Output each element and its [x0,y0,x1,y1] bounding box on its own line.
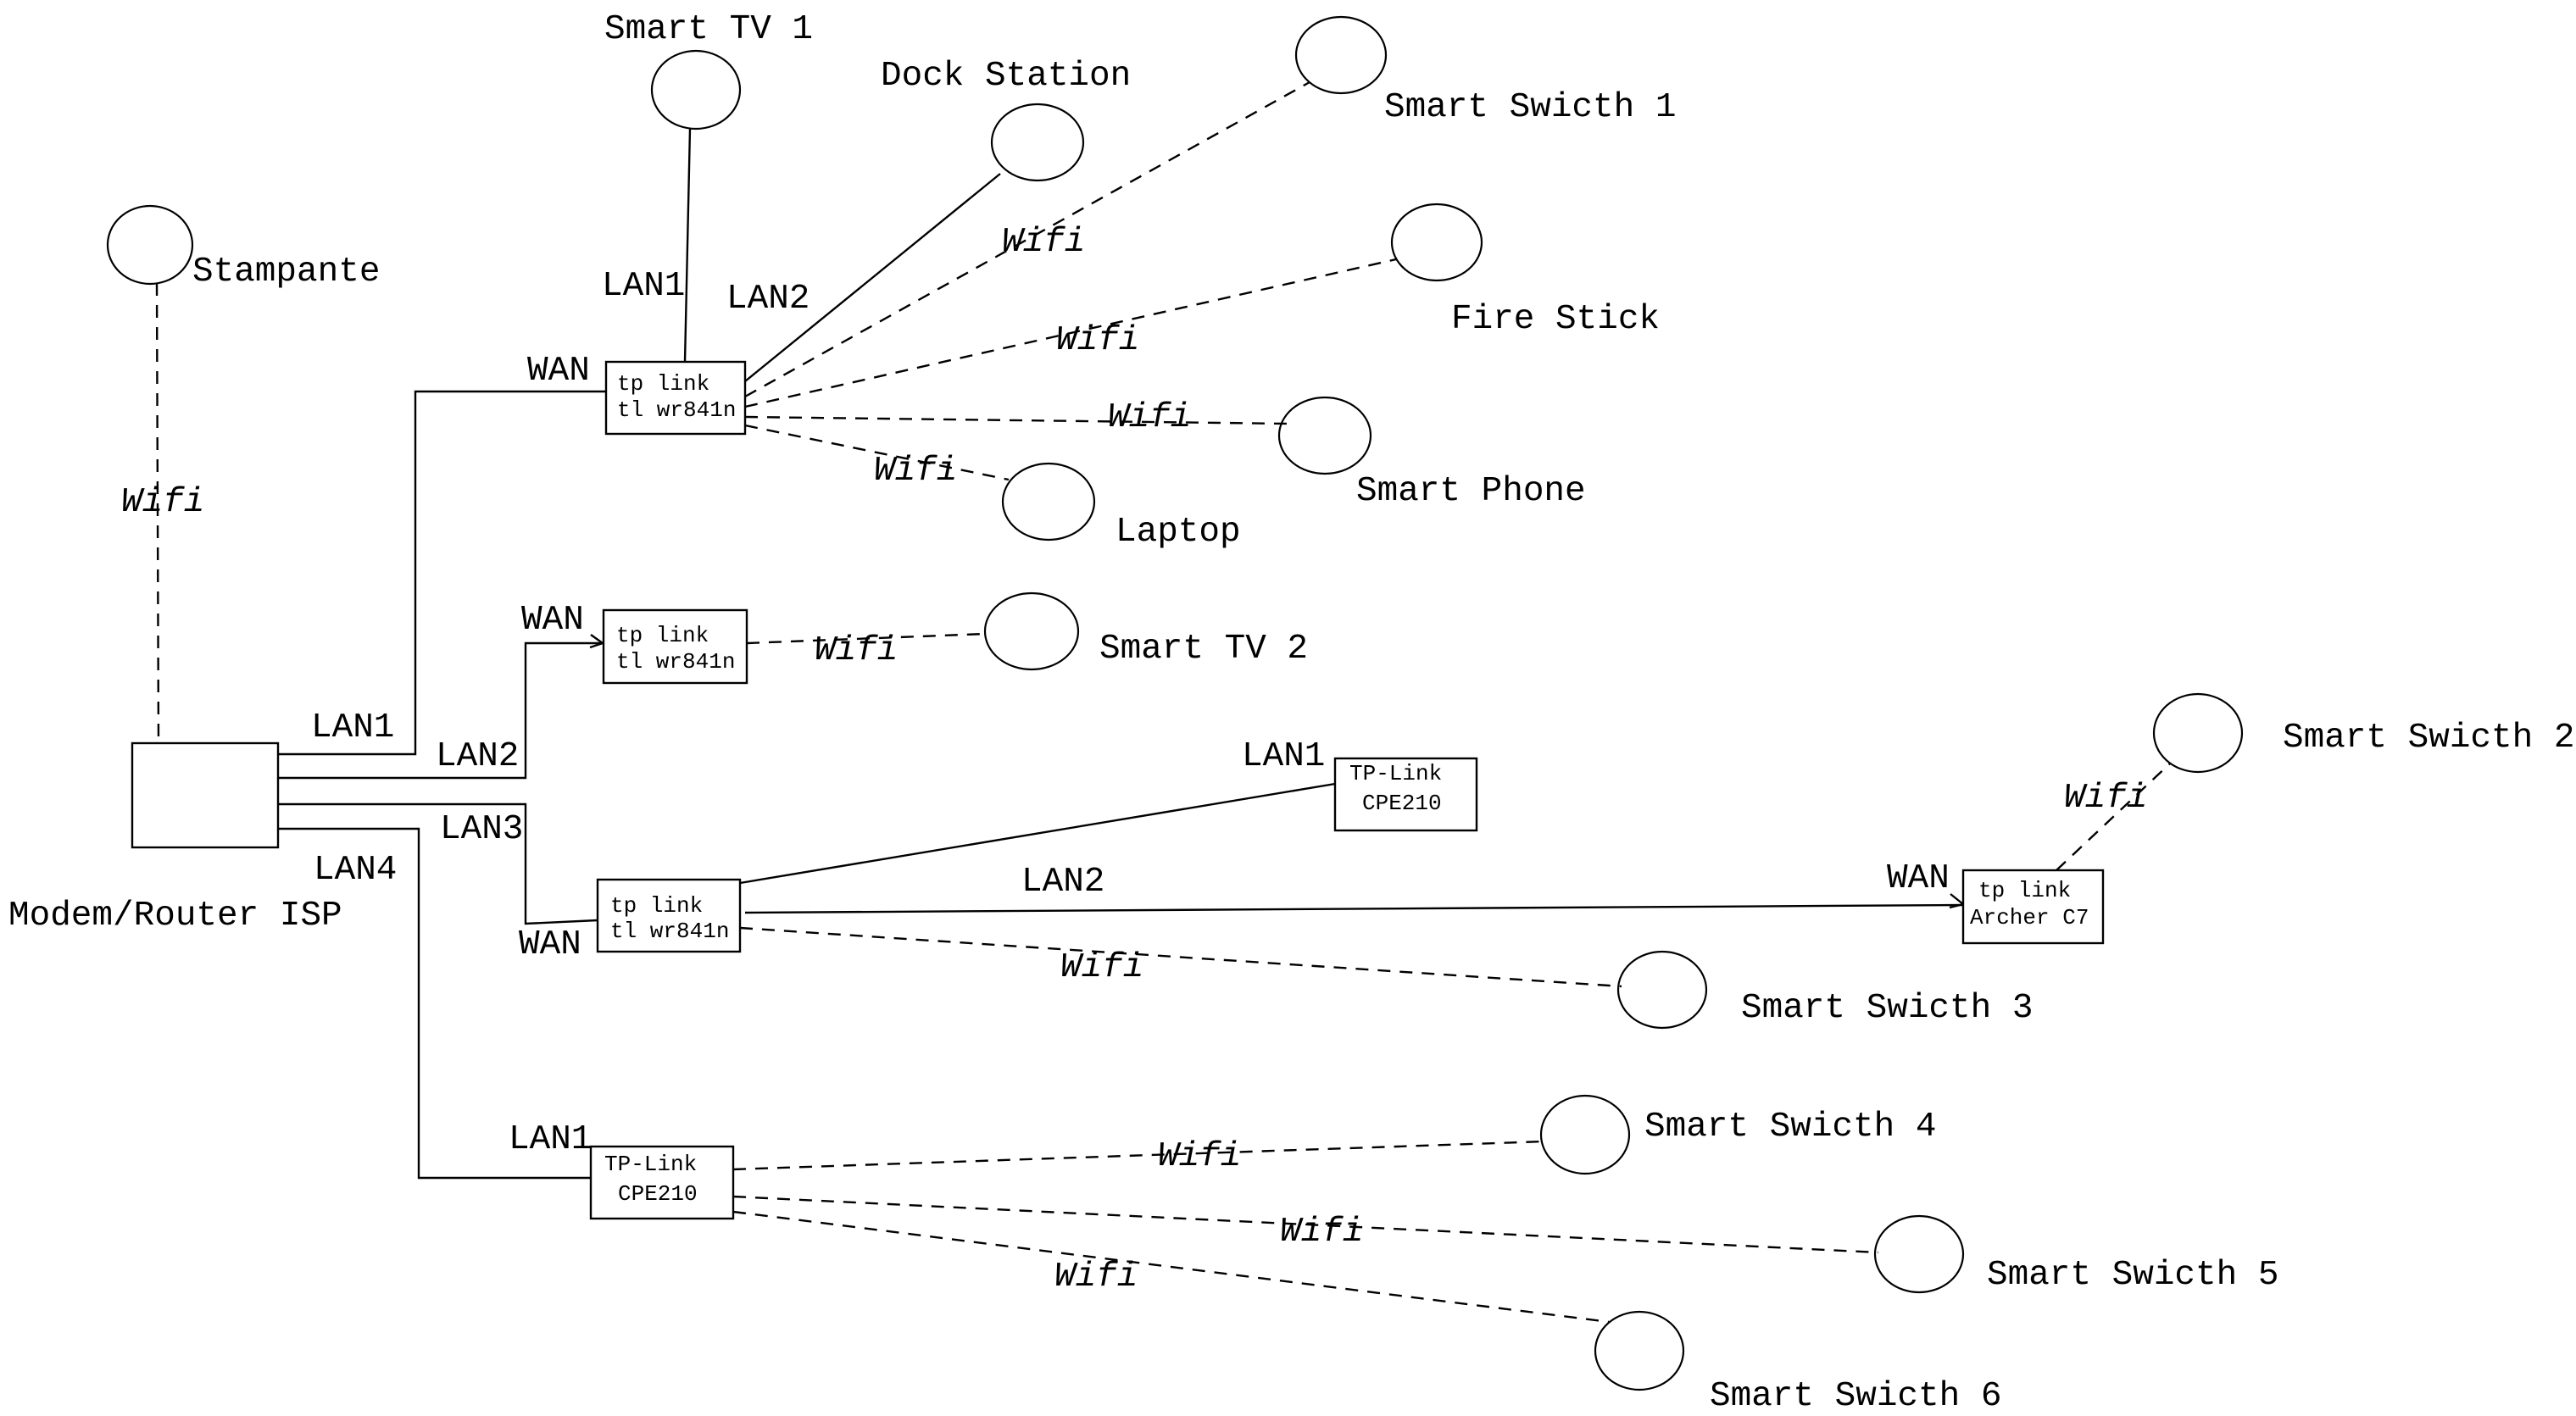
wifi-label-smart-switch-3: Wifi [1060,948,1143,987]
arrowhead-router2-wan [589,634,605,649]
node-fire-stick-circle [1390,203,1483,282]
label-smart-switch-2: Smart Swicth 2 [2283,719,2574,758]
label-dock-station: Dock Station [881,57,1131,96]
port-router3-lan2: LAN2 [1021,863,1104,902]
link-modem-lan3-router3 [278,802,598,925]
wifi-label-smart-switch-5: Wifi [1280,1213,1363,1252]
label-modem: Modem/Router ISP [8,897,342,936]
label-smart-switch-6: Smart Swicth 6 [1710,1377,2001,1416]
link-router1-smarttv1 [683,128,692,363]
cpe2-model-line1: TP-Link [604,1152,697,1177]
node-cpe1-box [1333,757,1478,832]
device-labels: Stampante Smart TV 1 Dock Station Smart … [8,10,2574,1416]
node-router2-box [602,608,748,685]
node-smart-switch-4-circle [1539,1094,1631,1175]
cpe2-model-line2: CPE210 [618,1181,698,1207]
port-modem-lan1: LAN1 [311,708,394,747]
router2-model-line2: tl wr841n [616,649,735,675]
node-smart-tv-2-circle [983,591,1080,671]
node-stampante-circle [106,204,194,286]
label-smart-switch-1: Smart Swicth 1 [1384,88,1676,127]
node-smart-switch-6-circle [1594,1310,1685,1391]
label-laptop: Laptop [1116,513,1241,552]
link-wifi-archer-smartswitch2 [2056,763,2171,871]
wired-links [273,128,1966,1180]
link-wifi-router2-smarttv2 [746,632,986,645]
link-router1-dockstation [744,173,1001,382]
port-router1-wan: WAN [527,352,590,391]
port-modem-lan3: LAN3 [440,810,523,849]
node-cpe2-box [589,1145,735,1220]
node-smart-phone-circle [1277,396,1372,475]
wifi-label-smart-switch-6: Wifi [1054,1258,1138,1297]
wifi-label-laptop: Wifi [874,452,957,491]
wifi-label-fire-stick: Wifi [1056,321,1139,360]
port-archer-wan: WAN [1887,859,1950,898]
wifi-label-stampante: Wifi [121,483,204,522]
wifi-label-smart-switch-4: Wifi [1158,1137,1241,1176]
node-router1-box [604,360,747,436]
router3-model-line1: tp link [610,893,703,919]
router1-model-line1: tp link [617,371,709,397]
node-smart-switch-3-circle [1616,950,1708,1030]
port-router3-wan: WAN [519,925,581,964]
link-modem-lan1-router1 [278,390,606,756]
link-wifi-router1-laptop [744,424,1010,481]
port-labels: LAN1 LAN2 LAN3 LAN4 WAN LAN1 LAN2 WAN WA… [311,267,1950,1159]
node-router3-box [596,878,742,953]
label-smart-switch-3: Smart Swicth 3 [1741,989,2033,1028]
link-modem-lan4-cpe2 [273,827,591,1180]
node-archer-box [1961,869,2105,945]
equipment-boxes [131,360,2105,1220]
router1-model-line2: tl wr841n [617,397,736,423]
node-modem-box [131,741,280,849]
link-wifi-cpe2-smartswitch4 [732,1140,1545,1171]
wifi-label-smart-switch-2: Wifi [2064,779,2147,818]
port-modem-lan4: LAN4 [314,851,397,890]
port-router2-wan: WAN [521,601,584,640]
link-wifi-cpe2-smartswitch6 [732,1210,1610,1324]
router2-model-line1: tp link [616,623,709,648]
cpe1-model-line1: TP-Link [1349,761,1442,786]
wifi-label-smart-phone: Wifi [1108,398,1191,437]
label-smart-tv-2: Smart TV 2 [1099,630,1308,669]
port-cpe2-lan1: LAN1 [509,1120,592,1159]
link-modem-lan2-router2 [278,641,602,780]
label-smart-phone: Smart Phone [1356,472,1586,511]
node-laptop-circle [1001,462,1096,541]
node-smart-switch-5-circle [1873,1214,1965,1294]
link-wifi-router1-smartswitch1 [744,81,1310,398]
label-fire-stick: Fire Stick [1451,300,1660,339]
node-dock-station-circle [990,103,1085,182]
archer-model-line2: Archer C7 [1970,905,2089,930]
wifi-labels: Wifi Wifi Wifi Wifi Wifi Wifi Wifi Wifi … [121,223,2147,1297]
link-wifi-modem-stampante [155,282,160,744]
equipment-box-labels: tp link tl wr841n tp link tl wr841n tp l… [604,371,2089,1207]
label-stampante: Stampante [192,253,380,292]
wifi-links [155,81,2171,1324]
port-router1-lan2: LAN2 [726,280,810,319]
label-smart-switch-4: Smart Swicth 4 [1644,1108,1936,1147]
archer-model-line1: tp link [1978,878,2071,903]
link-wifi-router1-firestick [744,258,1397,408]
wifi-label-smart-switch-1: Wifi [1002,223,1085,262]
node-smart-switch-2-circle [2152,692,2244,774]
wifi-label-smart-tv-2: Wifi [815,631,898,670]
node-smart-tv-1-circle [650,49,742,130]
node-smart-switch-1-circle [1294,15,1388,95]
link-wifi-router3-smartswitch3 [739,926,1622,988]
port-router1-lan1: LAN1 [602,267,685,306]
label-smart-tv-1: Smart TV 1 [604,10,813,49]
port-modem-lan2: LAN2 [436,737,519,776]
link-wifi-cpe2-smartswitch5 [732,1195,1879,1254]
cpe1-model-line2: CPE210 [1362,791,1442,816]
router3-model-line2: tl wr841n [610,919,729,944]
link-wifi-router1-smartphone [744,415,1290,425]
link-router3-cpe1 [739,782,1336,885]
link-router3-archer [744,903,1964,914]
port-cpe1-lan1: LAN1 [1242,737,1325,776]
label-smart-switch-5: Smart Swicth 5 [1987,1256,2278,1295]
device-nodes [106,15,2244,1391]
